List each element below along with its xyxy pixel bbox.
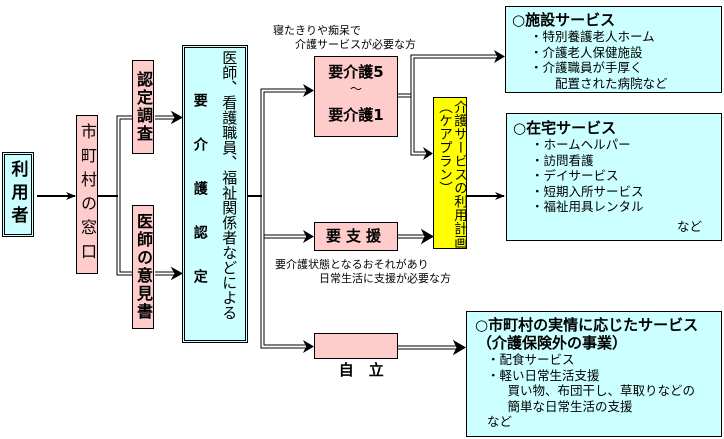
home-item: ・デイサービス	[531, 168, 619, 183]
municipal-item: 買い物、布団干し、草取りなどの	[495, 383, 696, 398]
arrowhead-facility	[494, 50, 505, 63]
independent-box: 自 立	[314, 333, 398, 379]
certification-box: 医師、看護職員、福祉関係者などによる 要介護認定	[182, 45, 248, 343]
home-services-footer: など	[677, 219, 703, 234]
municipal-window-label: 市町村の窓口	[78, 122, 97, 267]
home-services-title: ○在宅サービス	[513, 119, 617, 137]
facility-services-box: ○施設サービス ・特別養護老人ホーム ・介護老人保健施設 ・介護職員が手厚く 配…	[505, 6, 722, 93]
facility-item: ・特別養護老人ホーム	[530, 29, 655, 44]
survey-box: 認定調査	[132, 60, 154, 154]
home-item: ・ホームヘルパー	[531, 137, 631, 152]
split-right	[260, 88, 305, 349]
certification-subtitle: 医師、看護職員、福祉関係者などによる	[220, 50, 239, 320]
municipal-item: ・軽い日常生活支援	[487, 367, 600, 383]
split-left	[116, 115, 132, 276]
care-needed-box: 要介護5 〜 要介護1	[314, 56, 398, 137]
care-level-1: 要介護1	[328, 106, 384, 124]
support-needed-box: 要支援	[314, 222, 398, 251]
survey-label: 認定調査	[134, 71, 153, 143]
branch-care	[398, 54, 497, 156]
home-item: ・短期入所サービス	[531, 183, 644, 199]
arrowhead-support	[303, 230, 314, 243]
municipal-services-subtitle: （介護保険外の事業）	[477, 334, 628, 352]
certification-title: 要介護認定	[191, 93, 208, 313]
facility-item: ・介護老人保健施設	[530, 44, 643, 60]
user-box: 利用者	[2, 152, 34, 237]
municipal-services-title: ○市町村の実情に応じたサービス	[475, 316, 699, 334]
arrow-opinion-to-cert	[155, 266, 184, 281]
support-needed-note: 要介護状態となるおそれがあり 日常生活に支援が必要な方	[275, 258, 451, 285]
arrow-survey-to-cert	[155, 110, 184, 125]
care-plan-box: 介護サービスの利用計画（ケアプラン）	[433, 97, 467, 249]
home-services-box: ○在宅サービス ・ホームヘルパー ・訪問看護 ・デイサービス ・短期入所サービス…	[506, 113, 722, 241]
facility-services-list: ・特別養護老人ホーム ・介護老人保健施設 ・介護職員が手厚く 配置された病院など	[512, 29, 721, 91]
arrow-support-to-careplan	[398, 228, 434, 245]
arrowhead-careplan-top	[423, 147, 433, 160]
municipal-services-box: ○市町村の実情に応じたサービス （介護保険外の事業） ・配食サービス ・軽い日常…	[466, 311, 722, 437]
municipal-window-box: 市町村の窓口	[76, 115, 98, 274]
municipal-item: ・配食サービス	[487, 352, 575, 367]
home-item: ・訪問看護	[531, 152, 594, 168]
municipal-item: 簡単な日常生活の支援	[495, 398, 633, 414]
care-needed-note: 寝たきりや痴呆で 介護サービスが必要な方	[273, 24, 416, 51]
home-item: ・福祉用具レンタル	[531, 199, 644, 214]
facility-services-title: ○施設サービス	[512, 11, 616, 29]
user-label: 利用者	[7, 160, 28, 229]
municipal-services-list: ・配食サービス ・軽い日常生活支援 買い物、布団干し、草取りなどの 簡単な日常生…	[475, 352, 721, 414]
care-plan-label: 介護サービスの利用計画（ケアプラン）	[436, 100, 467, 249]
arrow-indep-to-municipal	[398, 339, 466, 356]
arrowhead-care	[303, 84, 314, 97]
care-level-5: 要介護5	[328, 63, 384, 81]
doctor-opinion-box: 医師の意見書	[132, 205, 154, 329]
facility-item: ・介護職員が手厚く	[530, 60, 643, 75]
facility-item: 配置された病院など	[530, 75, 668, 91]
doctor-opinion-label: 医師の意見書	[134, 213, 153, 321]
municipal-services-footer: など	[487, 414, 513, 429]
home-services-list: ・ホームヘルパー ・訪問看護 ・デイサービス ・短期入所サービス ・福祉用具レン…	[513, 137, 721, 215]
care-level-tilde: 〜	[349, 82, 362, 96]
arrowhead-indep	[303, 340, 314, 353]
